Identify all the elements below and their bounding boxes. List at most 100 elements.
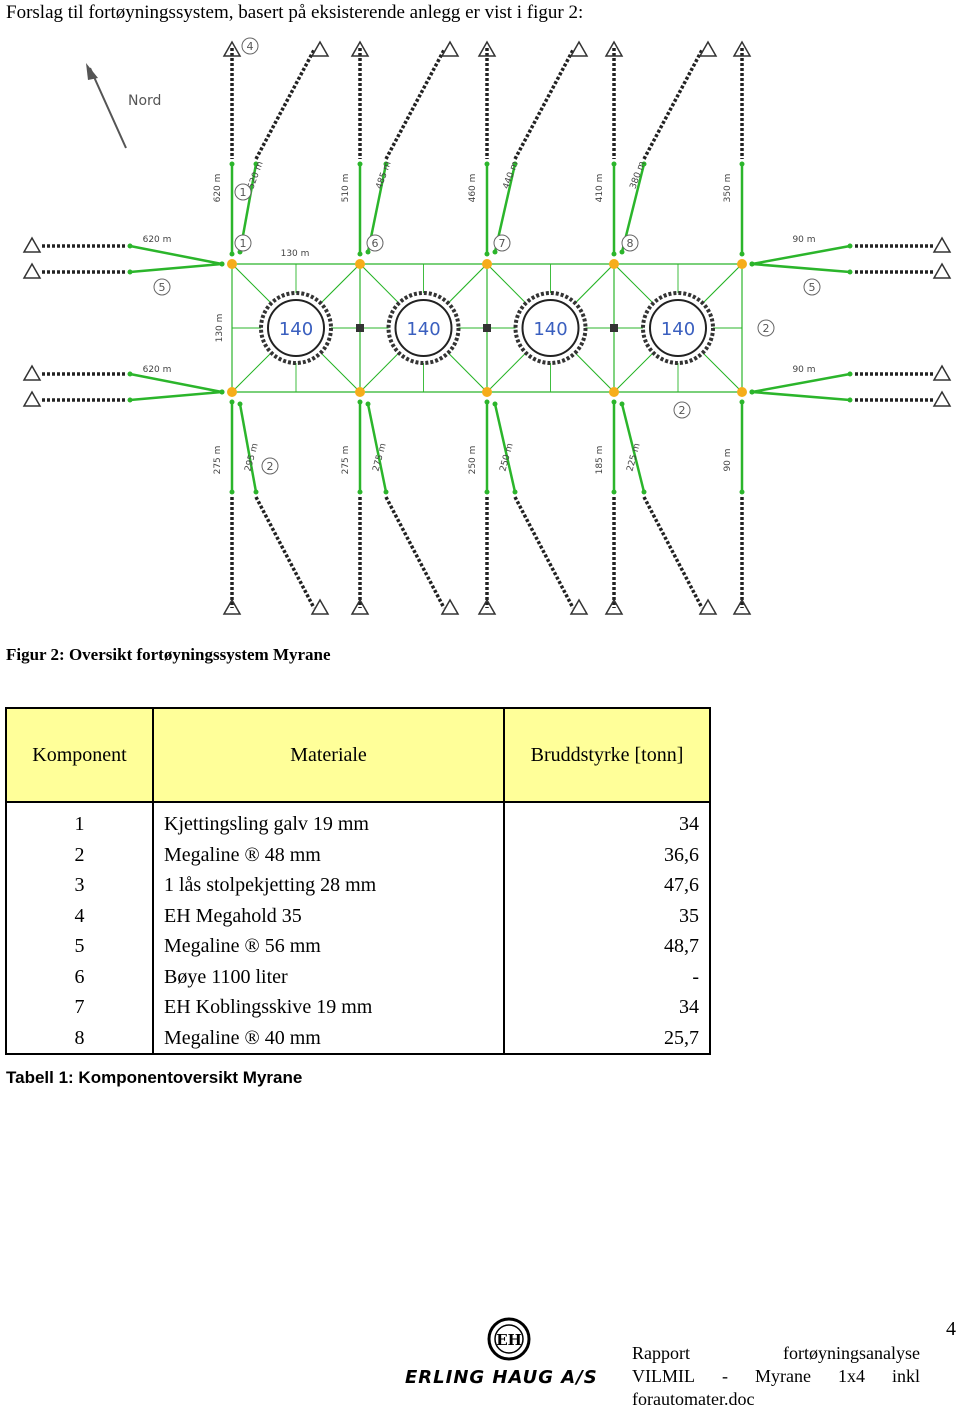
anchor-icon: [932, 262, 952, 279]
footer-word: VILMIL: [632, 1366, 695, 1386]
marker-circle: [757, 319, 775, 337]
dimension-label: 380 m: [628, 160, 647, 190]
anchor-icon: [440, 598, 460, 615]
dimension-label: 620 m: [213, 174, 223, 203]
rope-line: [751, 244, 851, 266]
rope-end: [383, 161, 389, 167]
rope-end: [749, 261, 755, 267]
cell-bruddstyrke: 34: [503, 992, 711, 1023]
anchor-icon: [222, 598, 242, 615]
chain-line: [513, 49, 575, 160]
marker-label: 6: [372, 237, 379, 250]
rope-end: [492, 249, 498, 255]
rope-end: [611, 161, 617, 167]
anchor-icon: [350, 40, 370, 57]
marker-circle: [234, 183, 252, 201]
anchor-icon: [569, 598, 589, 615]
chain-line: [254, 496, 316, 609]
node-buoy: [482, 259, 492, 269]
rope-end: [219, 261, 225, 267]
rope-end: [739, 399, 745, 405]
rope-line: [129, 372, 223, 394]
dimension-label: 250 m: [499, 442, 516, 472]
marker-label: 2: [267, 460, 274, 473]
anchor-icon: [22, 364, 42, 381]
anchor-icon: [732, 40, 752, 57]
node-buoy: [227, 259, 237, 269]
north-arrow: Nord: [86, 63, 161, 149]
anchor-icon: [569, 40, 589, 57]
dimension-label: 250 m: [468, 446, 478, 475]
rope-end: [847, 371, 853, 377]
anchor-icon: [932, 364, 952, 381]
anchor-icon: [698, 40, 718, 57]
rope-end: [847, 243, 853, 249]
anchor-icon: [222, 40, 242, 57]
marker-label: 8: [627, 237, 634, 250]
cell-materiale: EH Megahold 35: [152, 900, 505, 931]
dimension-label: 440 m: [501, 160, 520, 190]
rope-end: [619, 249, 625, 255]
node-buoy: [609, 387, 619, 397]
rope-end: [357, 251, 363, 257]
rope-end: [127, 371, 133, 377]
north-label: Nord: [128, 93, 161, 109]
cell-bruddstyrke: 47,6: [503, 870, 711, 901]
header-materiale: Materiale: [152, 707, 505, 803]
chain-line: [384, 496, 446, 609]
rope-end: [641, 489, 647, 495]
dimension-label: 130 m: [281, 249, 310, 259]
marker-circle: [493, 234, 511, 252]
rope-end: [484, 489, 490, 495]
rope-end: [229, 399, 235, 405]
cell-komponent: 7: [5, 992, 154, 1023]
header-komponent: Komponent: [5, 707, 154, 803]
cell-materiale: EH Koblingsskive 19 mm: [152, 992, 505, 1023]
marker-label: 1: [240, 237, 247, 250]
node-buoy: [355, 387, 365, 397]
marker-circle: [803, 278, 821, 296]
cage-ring-inner: [267, 299, 325, 357]
rope-end: [237, 401, 243, 407]
rope-end: [357, 489, 363, 495]
footer-rapport: Rapport: [632, 1343, 690, 1363]
anchor-icon: [604, 40, 624, 57]
cell-komponent: 1: [5, 802, 154, 840]
cage-ring-inner: [649, 299, 707, 357]
marker-circle: [261, 457, 279, 475]
anchor-icon: [22, 262, 42, 279]
anchor-icon: [477, 40, 497, 57]
rope-end: [847, 269, 853, 275]
rope-line: [620, 403, 646, 493]
cell-bruddstyrke: 48,7: [503, 931, 711, 962]
rope-end: [229, 489, 235, 495]
component-table: Komponent Materiale Bruddstyrke [tonn] 1…: [5, 707, 711, 1055]
cell-komponent: 8: [5, 1022, 154, 1054]
cage-ring-inner: [394, 299, 453, 357]
dimension-label: 275 m: [213, 446, 223, 475]
dimension-label: 275 m: [372, 442, 389, 472]
marker-label: 5: [159, 281, 166, 294]
cage-label: 140: [533, 319, 567, 340]
footer-word: Myrane: [754, 1366, 811, 1386]
rope-line: [493, 403, 517, 493]
cell-materiale: Bøye 1100 liter: [152, 961, 505, 992]
footer-line-2: VILMIL - Myrane 1x4 inkl: [632, 1365, 920, 1388]
rope-end: [611, 399, 617, 405]
rope-end: [357, 161, 363, 167]
anchor-icon: [310, 598, 330, 615]
connector-plate: [610, 324, 618, 332]
rope-end: [229, 251, 235, 257]
anchor-icon: [440, 40, 460, 57]
figure-caption: Figur 2: Oversikt fortøyningssystem Myra…: [6, 645, 331, 664]
cell-materiale: 1 lås stolpekjetting 28 mm: [152, 870, 505, 901]
rope-line: [129, 262, 223, 274]
